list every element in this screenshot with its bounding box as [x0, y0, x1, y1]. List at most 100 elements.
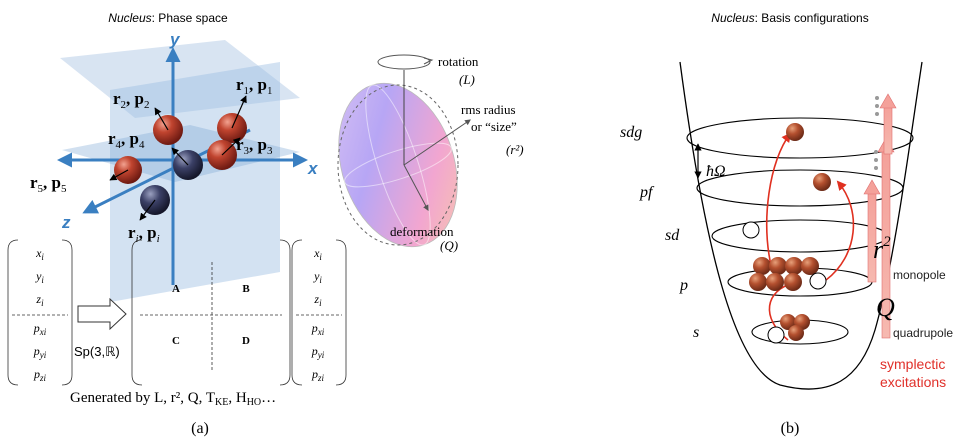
nucleon-ball [785, 257, 803, 275]
right-title-prefix: Nucleus [711, 11, 754, 25]
shell-label-sdg: sdg [620, 124, 642, 141]
vector-entry: yi [313, 269, 322, 285]
potential-well [679, 61, 923, 390]
vector-entry: pyi [33, 344, 47, 360]
nucleons [114, 113, 247, 215]
nucleon-ball [769, 257, 787, 275]
continuation-dot [874, 166, 878, 170]
ellipsoid-labels: rotation (L) rms radius or “size” (r²) d… [390, 54, 524, 253]
arrow [221, 137, 241, 156]
symplectic-group-label: Sp(3,ℝ) [74, 344, 120, 359]
r-squared-label: r2 [873, 234, 891, 264]
left-title-suffix: : Phase space [152, 11, 228, 25]
right-panel: Nucleus: Basis configurations sdg pf sd … [620, 11, 953, 437]
bracket [61, 239, 73, 386]
deformation-label: deformation [390, 224, 454, 239]
bracket [335, 239, 347, 386]
shell-label-sd: sd [665, 227, 680, 244]
rotation-circle [377, 54, 431, 70]
xz-plane [60, 40, 300, 118]
block-d: D [242, 335, 250, 347]
ellipsoid-grid [344, 142, 452, 188]
y-axis-label: y [169, 30, 181, 49]
deformation-arrow [403, 164, 429, 212]
bracket [7, 239, 19, 386]
nucleon-ball [766, 273, 784, 291]
nucleon-ball [788, 325, 804, 341]
z-axis-label: z [61, 213, 71, 232]
nucleon-balls [742, 123, 831, 344]
right-panel-title: Nucleus: Basis configurations [711, 11, 868, 25]
nucleon-ball [801, 257, 819, 275]
shell-label-pf: pf [639, 184, 655, 201]
nucleon-ball [786, 123, 804, 141]
rotation-label: rotation [438, 54, 479, 69]
size-label: or “size” [471, 119, 517, 134]
continuation-dot [875, 112, 879, 116]
quadrupole-label: quadrupole [893, 326, 953, 340]
column-arrowhead [879, 93, 897, 109]
vector-entry: yi [35, 269, 44, 285]
continuation-dot [875, 96, 879, 100]
rotation-symbol: (L) [459, 72, 475, 87]
nucleon-ball [813, 173, 831, 191]
vector-entry: zi [313, 292, 322, 308]
block-matrix: A B C D [131, 239, 291, 386]
particle-label: r4, p4 [108, 129, 145, 151]
continuation-dot [875, 104, 879, 108]
proton [114, 156, 142, 184]
rotation-arrowhead [423, 57, 434, 65]
shell-label-s: s [693, 324, 699, 341]
nucleon-ball [753, 257, 771, 275]
arrow [109, 169, 129, 181]
q-label: Q [876, 293, 895, 322]
deformed-ellipsoid [337, 54, 471, 248]
excitation-arrow [825, 180, 855, 281]
particle-label: r5, p5 [30, 173, 67, 195]
block-b: B [242, 283, 250, 295]
shell-ring-sdg [686, 117, 914, 159]
monopole-label: monopole [893, 268, 946, 282]
excitation-arrows [766, 132, 855, 341]
phase-space-vector-right: xi yi zi pxi pyi pzi [291, 239, 347, 386]
sphere-outline [337, 84, 459, 246]
vector-entry: xi [313, 246, 322, 262]
hole [809, 272, 827, 290]
generators-text: Generated by L, r², Q, TKE, HHO… [70, 390, 276, 408]
hole [767, 326, 785, 344]
nucleon-ball [749, 273, 767, 291]
hole [742, 221, 760, 239]
ellipsoid-grid [365, 84, 431, 246]
left-panel-title: Nucleus: Phase space [108, 11, 228, 25]
particle-labels: r2, p2 r1, p1 r4, p4 r3, p3 r5, p5 ri, p… [30, 75, 273, 245]
arrow [139, 199, 156, 221]
particle-label: r2, p2 [113, 89, 150, 111]
block-a: A [172, 283, 180, 295]
continuation-dot [874, 150, 878, 154]
transform-arrow [77, 297, 127, 331]
continuation-dot [874, 158, 878, 162]
shell-labels: sdg pf sd p s [620, 124, 699, 341]
vector-entry: pyi [311, 344, 325, 360]
column-arrowhead [863, 179, 881, 195]
bracket [291, 239, 303, 386]
vector-entry: pxi [311, 321, 325, 337]
excitation-arrow [766, 132, 792, 271]
particle-label: r3, p3 [236, 135, 273, 157]
caption-a: (a) [191, 420, 209, 437]
nucleon-ball [784, 273, 802, 291]
caption-b: (b) [781, 420, 800, 437]
upper-column [883, 105, 893, 155]
particle-label: r1, p1 [236, 75, 273, 97]
x-axis-label: x [307, 159, 319, 178]
radius-arrow [403, 119, 471, 166]
vector-entry: pzi [311, 367, 325, 383]
shell-label-p: p [679, 277, 688, 294]
hbar-omega-label: ħΩ [706, 163, 726, 180]
phase-space-vector-left: xi yi zi pxi pyi pzi [7, 239, 73, 386]
deformation-symbol: (Q) [440, 238, 458, 253]
block-c: C [172, 335, 180, 347]
symplectic-label: symplectic [880, 356, 945, 372]
bracket [131, 239, 143, 386]
